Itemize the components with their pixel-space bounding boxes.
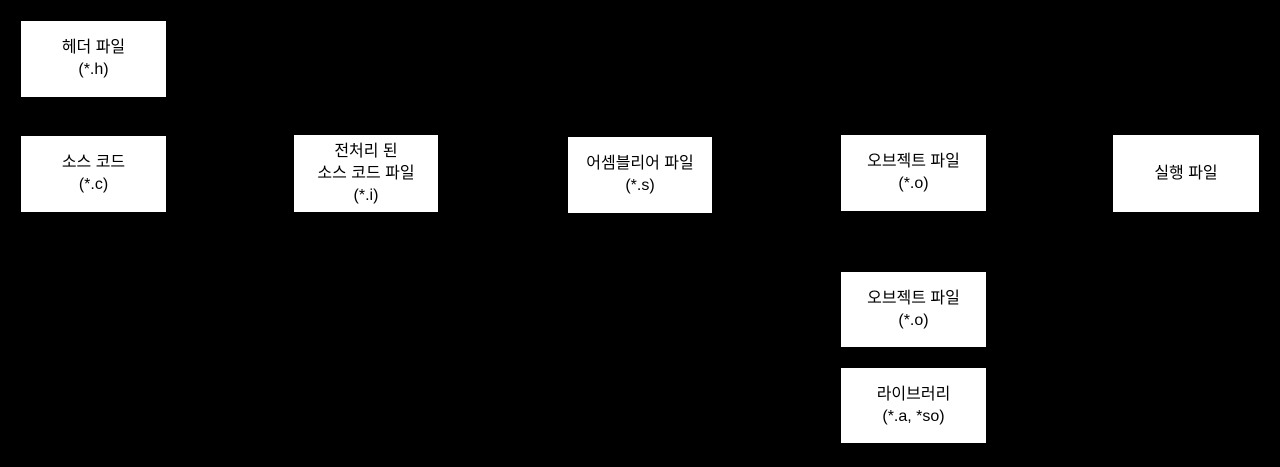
node-sublabel: (*.h) bbox=[78, 61, 109, 78]
node-sublabel: (*.i) bbox=[353, 186, 379, 204]
node-sublabel: (*.a, *so) bbox=[882, 407, 945, 425]
node-assembly-file: 어셈블리어 파일 (*.s) bbox=[568, 137, 712, 213]
node-object-file-2: 오브젝트 파일 (*.o) bbox=[841, 272, 986, 347]
node-sublabel: (*.c) bbox=[78, 176, 109, 193]
node-label: 헤더 파일 bbox=[61, 39, 126, 56]
node-library: 라이브러리 (*.a, *so) bbox=[841, 368, 986, 443]
node-label: 어셈블리어 파일 bbox=[586, 155, 694, 172]
node-label: 소스 코드 bbox=[61, 154, 126, 171]
node-label: 오브젝트 파일 bbox=[867, 153, 960, 170]
node-preprocessed-source: 전처리 된 소스 코드 파일 (*.i) bbox=[294, 135, 438, 212]
node-label: 실행 파일 bbox=[1154, 164, 1218, 182]
node-label: 전처리 된 bbox=[334, 142, 398, 160]
node-label: 라이브러리 bbox=[876, 385, 951, 403]
node-label: 소스 코드 파일 bbox=[317, 164, 415, 182]
node-sublabel: (*.s) bbox=[625, 177, 655, 194]
node-sublabel: (*.o) bbox=[898, 175, 929, 192]
node-executable-file: 실행 파일 bbox=[1113, 135, 1259, 212]
node-sublabel: (*.o) bbox=[898, 311, 929, 329]
node-source-code: 소스 코드 (*.c) bbox=[21, 136, 166, 212]
node-label: 오브젝트 파일 bbox=[867, 289, 960, 307]
node-header-file: 헤더 파일 (*.h) bbox=[21, 21, 166, 97]
node-object-file: 오브젝트 파일 (*.o) bbox=[841, 135, 986, 211]
